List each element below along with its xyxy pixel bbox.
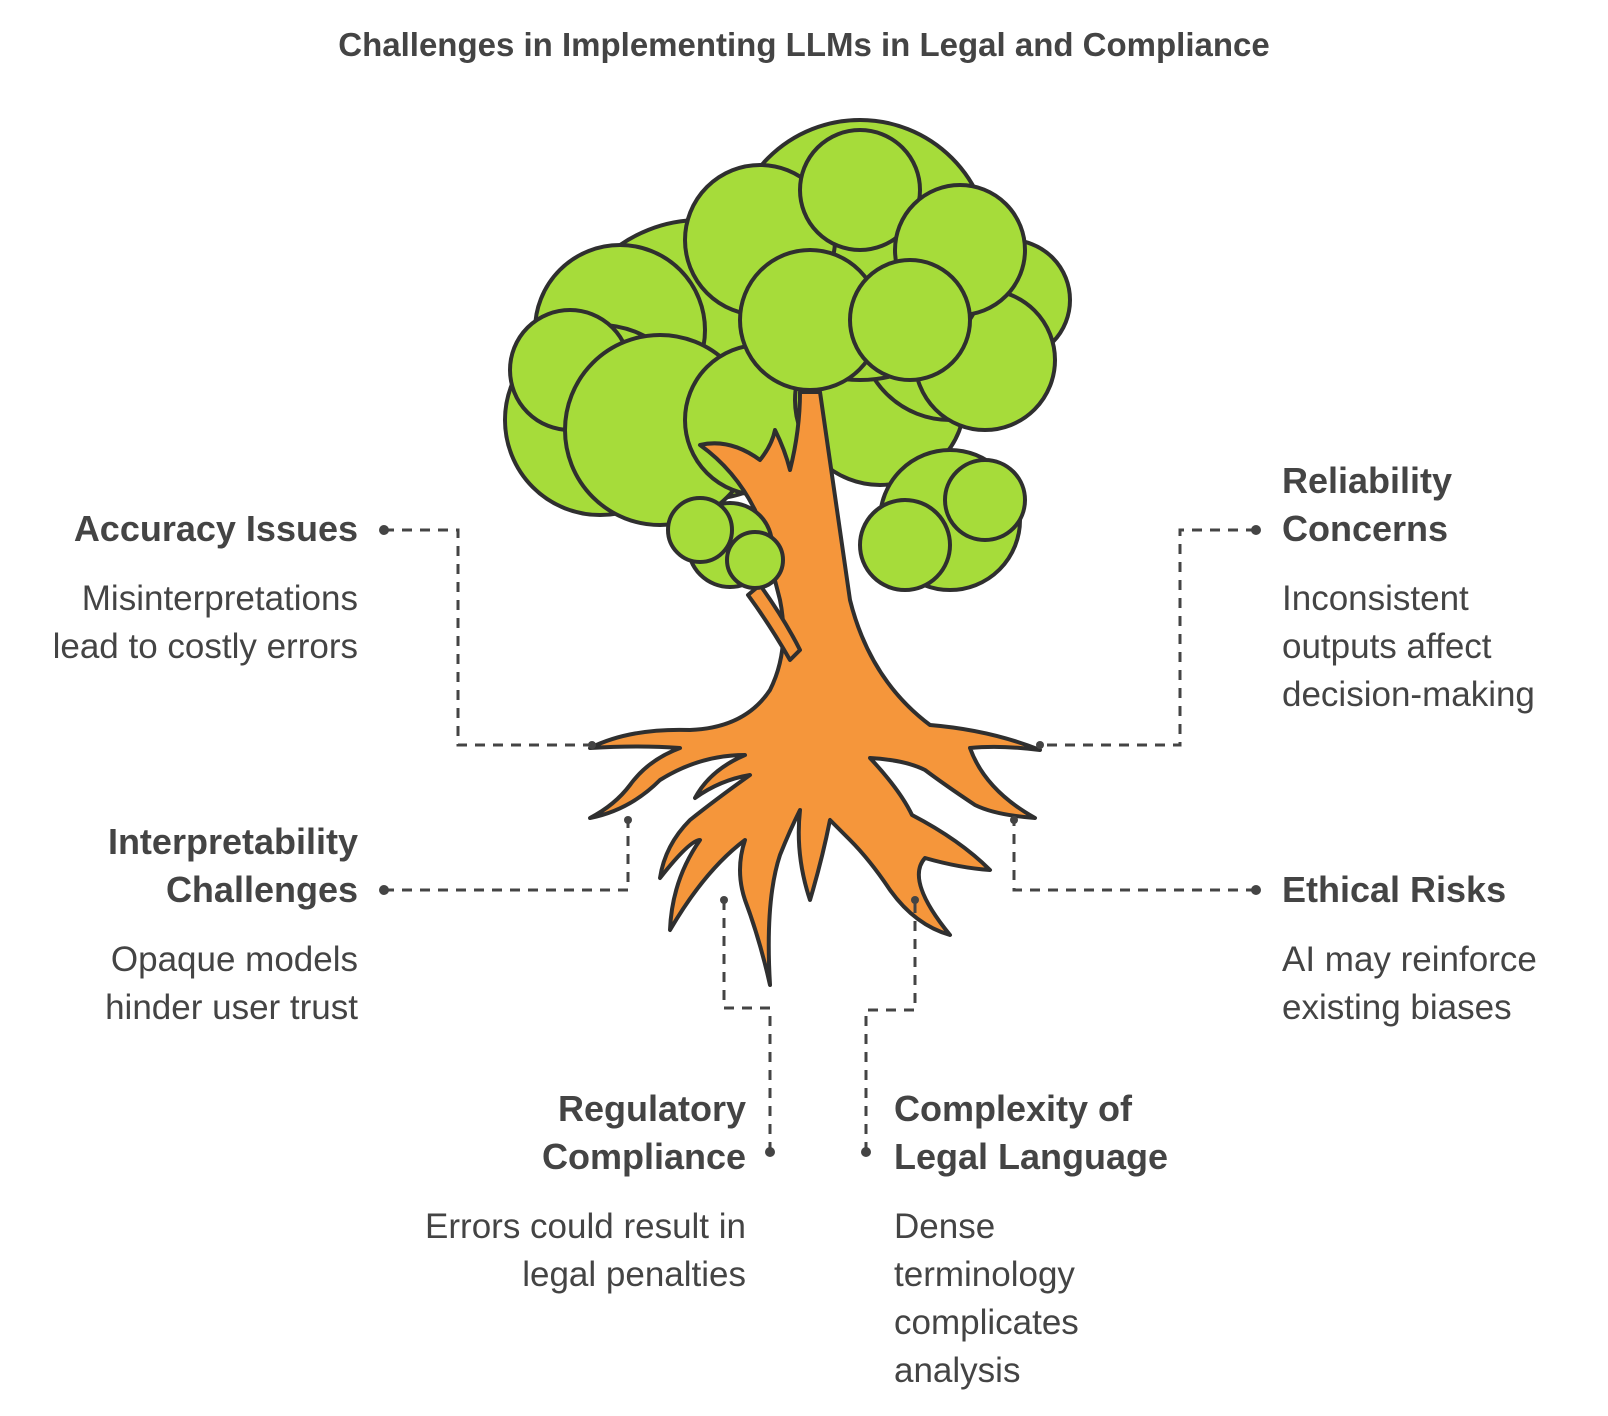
- connector-complexity: [864, 900, 917, 1152]
- connector-ethical: [1012, 820, 1256, 892]
- challenge-description: Dense terminology complicates analysis: [894, 1207, 1079, 1390]
- dot-accuracy: [379, 525, 389, 535]
- page-title: Challenges in Implementing LLMs in Legal…: [338, 26, 1270, 63]
- dot-interpretability: [379, 885, 389, 895]
- challenge-complexity: Complexity of Legal Language Dense termi…: [894, 1085, 1204, 1395]
- dot-reliability: [1251, 525, 1261, 535]
- challenge-description: Inconsistent outputs affect decision-mak…: [1282, 579, 1535, 714]
- challenge-title: Reliability Concerns: [1282, 460, 1453, 549]
- challenge-description: AI may reinforce existing biases: [1282, 940, 1537, 1027]
- challenge-accuracy: Accuracy Issues Misinterpretations lead …: [20, 505, 358, 671]
- challenge-reliability: Reliability Concerns Inconsistent output…: [1282, 457, 1592, 719]
- challenge-title: Regulatory Compliance: [541, 1088, 746, 1177]
- tree-small-crowns: [666, 448, 1027, 592]
- connector-regulatory: [722, 900, 772, 1152]
- connectors: [384, 528, 1256, 1152]
- dot-regulatory: [765, 1147, 775, 1157]
- challenge-regulatory: Regulatory Compliance Errors could resul…: [410, 1085, 746, 1299]
- challenge-title: Interpretability Challenges: [107, 821, 358, 910]
- connector-accuracy: [384, 528, 592, 747]
- challenge-description: Errors could result in legal penalties: [425, 1207, 746, 1294]
- connector-dots: [379, 525, 1261, 1157]
- challenge-interpretability: Interpretability Challenges Opaque model…: [40, 818, 358, 1032]
- dot-ethical: [1251, 885, 1261, 895]
- challenge-title: Ethical Risks: [1282, 869, 1507, 910]
- tree-foliage: [503, 118, 1072, 527]
- connector-interpretability: [384, 820, 630, 892]
- challenge-title: Accuracy Issues: [73, 508, 358, 549]
- connector-reliability: [1040, 528, 1256, 747]
- challenge-description: Opaque models hinder user trust: [105, 940, 358, 1027]
- challenge-ethical: Ethical Risks AI may reinforce existing …: [1282, 866, 1592, 1032]
- challenge-description: Misinterpretations lead to costly errors: [52, 579, 358, 666]
- challenge-title: Complexity of Legal Language: [894, 1088, 1169, 1177]
- dot-complexity: [861, 1147, 871, 1157]
